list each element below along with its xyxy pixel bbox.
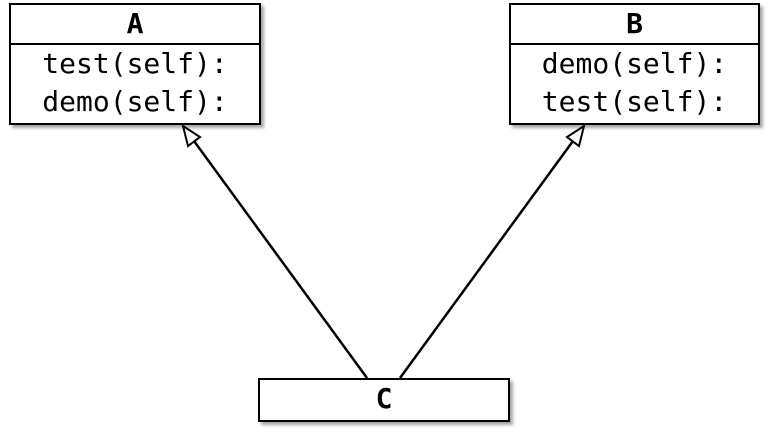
class-b-method-1: demo(self):: [541, 47, 728, 80]
class-a-name: A: [11, 5, 259, 45]
class-a-method-1: test(self):: [42, 47, 228, 80]
class-c-box[interactable]: C: [258, 378, 510, 422]
class-a-box[interactable]: A test(self): demo(self):: [9, 3, 261, 125]
class-b-name: B: [511, 5, 758, 45]
class-b-box[interactable]: B demo(self): test(self):: [509, 3, 760, 125]
inheritance-edge-c-to-a: [192, 140, 369, 379]
class-c-name: C: [375, 382, 393, 415]
inheritance-arrowhead-b: [565, 123, 586, 148]
inheritance-edge-c-to-b: [398, 140, 575, 379]
class-a-method-2: demo(self):: [42, 85, 228, 118]
class-b-method-2: test(self):: [541, 85, 728, 118]
inheritance-arrowhead-a: [181, 123, 202, 148]
